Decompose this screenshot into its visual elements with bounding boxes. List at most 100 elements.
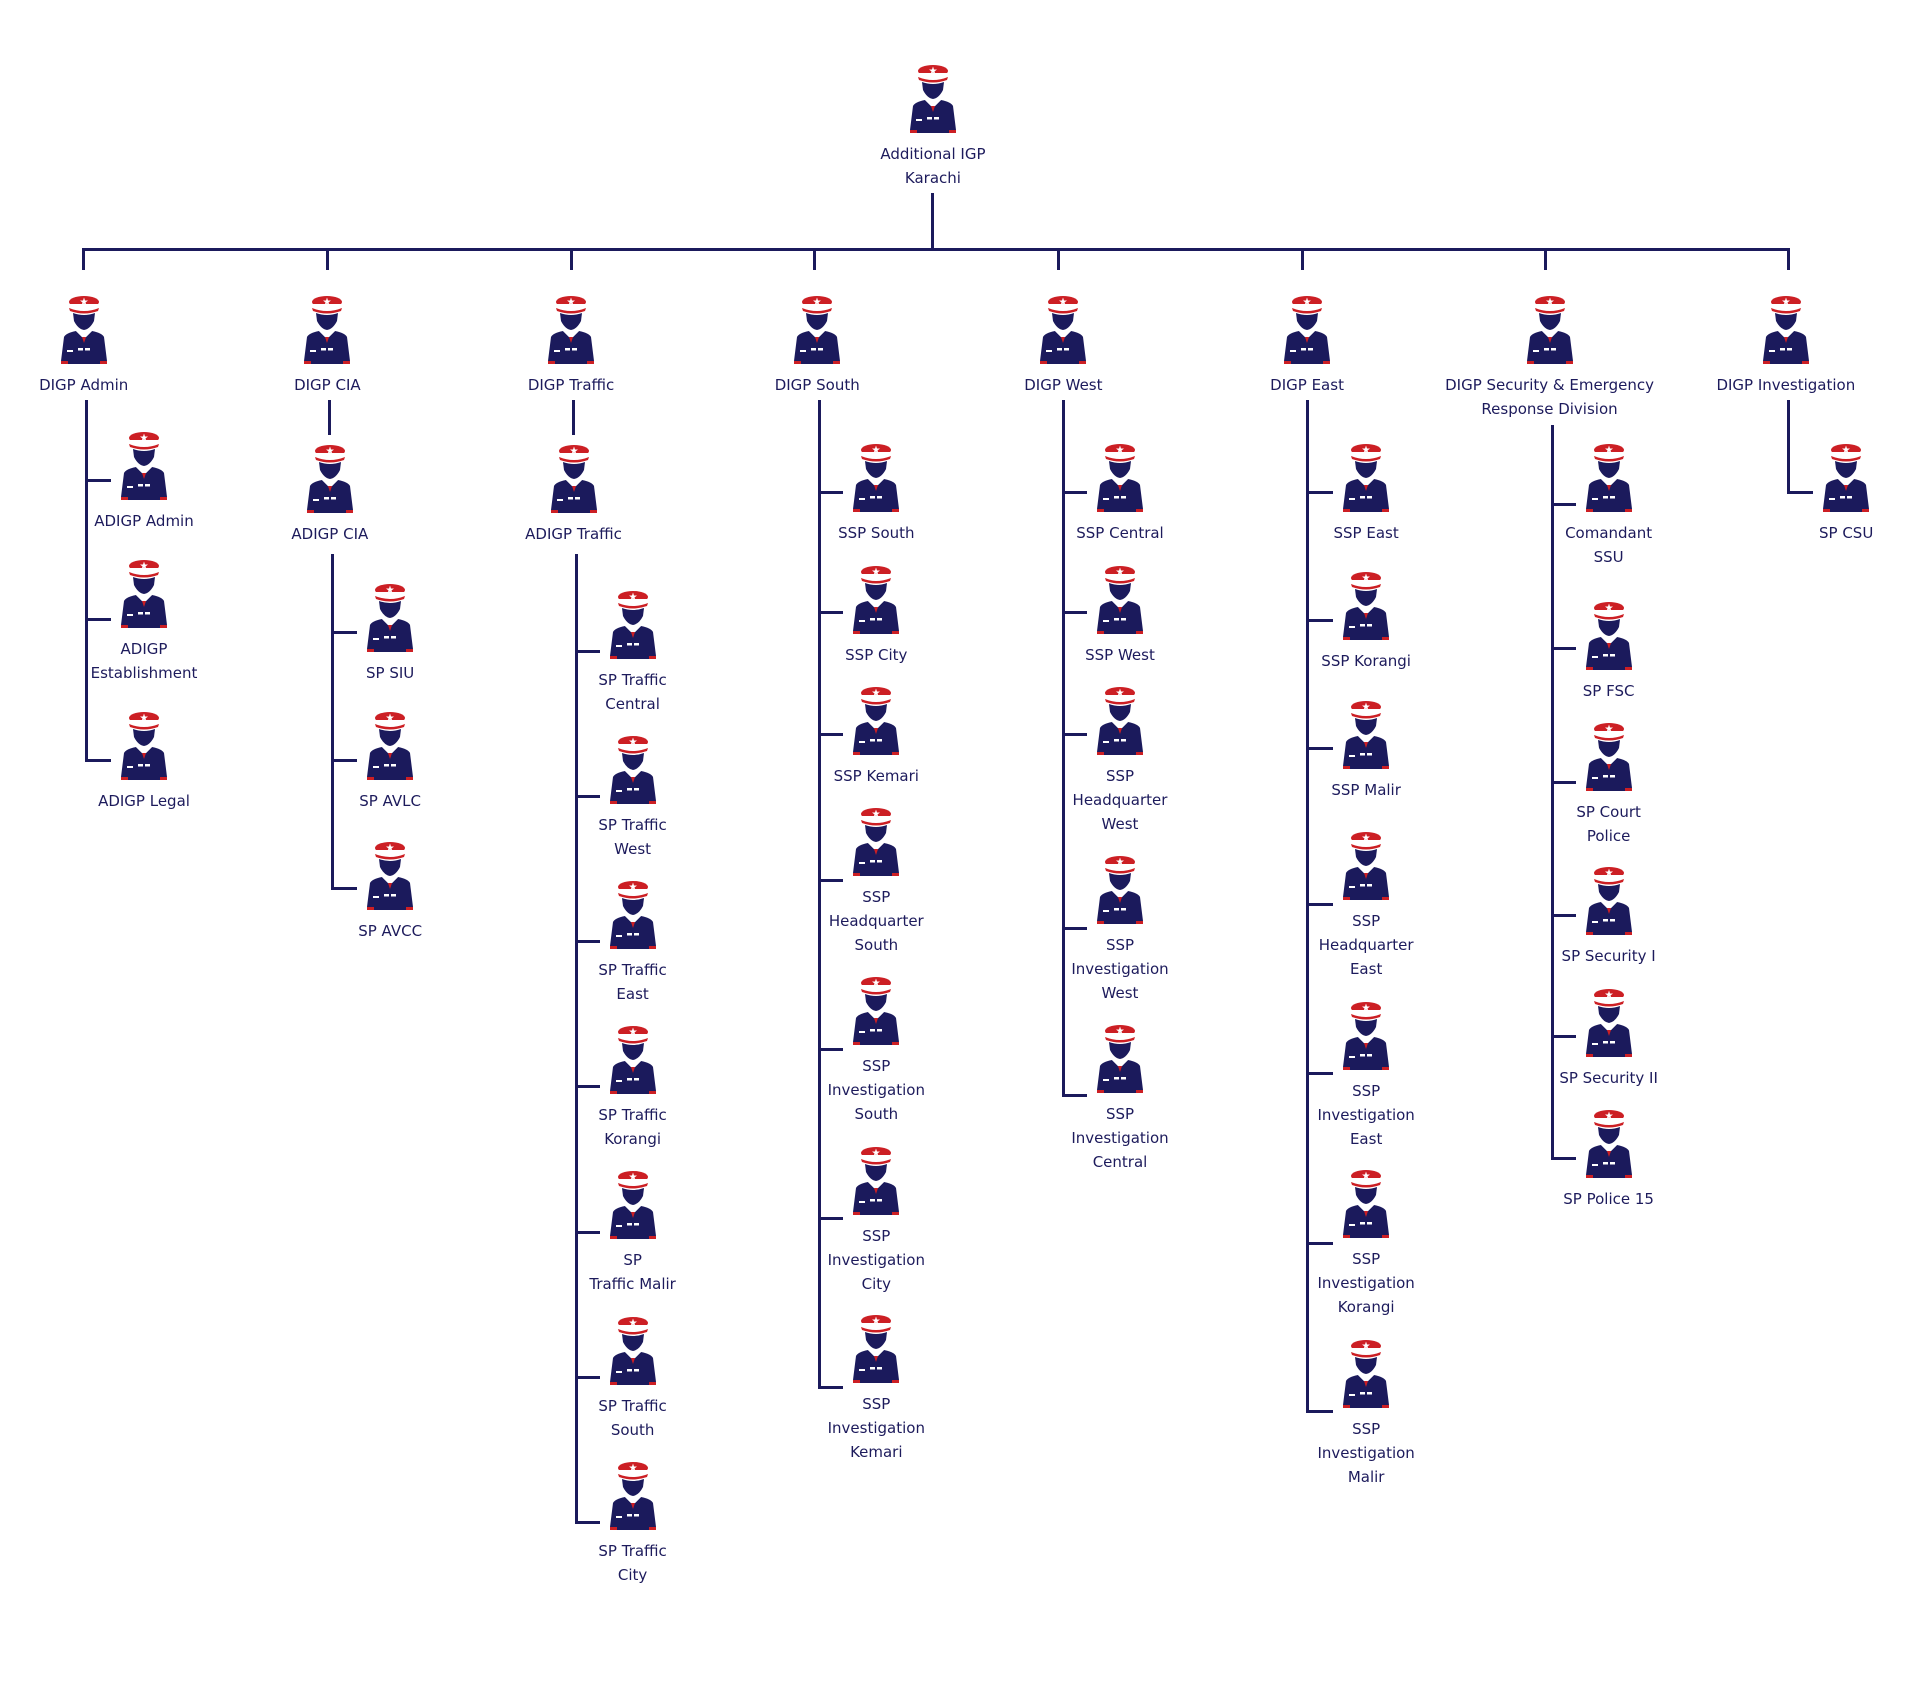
connector-line	[818, 400, 822, 1389]
police-officer-icon	[34, 711, 254, 783]
officer-node: SP AVCC	[280, 841, 500, 943]
node-label: SSP Investigation West	[1071, 936, 1169, 1003]
node-label: SSP Central	[1076, 524, 1164, 543]
node-label: DIGP West	[1024, 376, 1103, 395]
node-label: SP Traffic Malir	[589, 1251, 676, 1294]
police-officer-icon	[1256, 1339, 1476, 1411]
connector-line	[574, 1085, 600, 1089]
node-label: SSP Investigation Korangi	[1317, 1250, 1415, 1317]
connector-line	[1550, 914, 1576, 918]
police-officer-icon	[1499, 722, 1719, 794]
officer-node: Comandant SSU	[1499, 443, 1719, 569]
node-label: SSP Investigation East	[1317, 1081, 1415, 1148]
connector-line	[1550, 503, 1576, 507]
officer-node: SP Security II	[1499, 988, 1719, 1090]
connector-line	[813, 249, 817, 270]
police-officer-icon	[280, 711, 500, 783]
police-officer-icon	[523, 1170, 743, 1242]
node-label: SSP Headquarter West	[1072, 766, 1168, 833]
police-officer-icon	[523, 1461, 743, 1533]
connector-line	[1786, 249, 1790, 270]
connector-line	[818, 1385, 844, 1389]
police-officer-icon	[766, 686, 986, 758]
police-officer-icon	[1440, 295, 1660, 367]
police-officer-icon	[34, 559, 254, 631]
connector-line	[818, 611, 844, 615]
connector-line	[1305, 903, 1334, 907]
division-head-node: DIGP Traffic	[461, 295, 681, 397]
connector-line	[574, 649, 600, 653]
police-officer-icon	[1256, 1001, 1476, 1073]
connector-line	[1786, 490, 1814, 494]
police-officer-icon	[766, 976, 986, 1048]
connector-line	[84, 759, 112, 763]
officer-node: SP Security I	[1499, 866, 1719, 968]
division-head-node: DIGP Investigation	[1676, 295, 1896, 397]
connector-line	[818, 490, 844, 494]
police-officer-icon	[823, 64, 1043, 136]
officer-node: SSP Central	[1010, 443, 1230, 545]
police-officer-icon	[461, 295, 681, 367]
officer-node: SP Traffic Malir	[523, 1170, 743, 1296]
officer-node: SP Traffic South	[523, 1316, 743, 1442]
police-officer-icon	[280, 841, 500, 913]
police-officer-icon	[1010, 443, 1230, 515]
connector-line	[1305, 1410, 1334, 1414]
officer-node: SSP Investigation City	[766, 1146, 986, 1296]
connector-line	[818, 733, 844, 737]
node-label: SP AVLC	[359, 792, 421, 811]
node-label: SP Traffic South	[598, 1396, 667, 1439]
node-label: DIGP Traffic	[527, 376, 615, 395]
node-label: SSP Malir	[1331, 781, 1401, 800]
officer-node: SP Traffic East	[523, 880, 743, 1006]
connector-line	[1061, 926, 1088, 930]
node-label: ADIGP Traffic	[525, 525, 622, 544]
connector-line	[1550, 647, 1576, 651]
police-officer-icon	[1256, 831, 1476, 903]
connector-line	[1061, 400, 1065, 1097]
node-label: ADIGP Admin	[94, 511, 194, 530]
connector-line	[574, 1520, 600, 1524]
connector-line	[84, 478, 112, 482]
police-officer-icon	[766, 443, 986, 515]
officer-node: SSP Headquarter South	[766, 807, 986, 957]
connector-line	[574, 553, 578, 1524]
node-label: SP Police 15	[1563, 1189, 1654, 1208]
connector-line	[818, 1216, 844, 1220]
node-label: SSP Investigation Malir	[1317, 1420, 1415, 1487]
officer-node: SP SIU	[280, 583, 500, 685]
node-label: DIGP South	[774, 376, 860, 395]
node-label: SP AVCC	[358, 921, 423, 940]
node-label: SSP Investigation Kemari	[827, 1395, 925, 1462]
node-label: DIGP CIA	[294, 376, 361, 395]
police-officer-icon	[766, 807, 986, 879]
node-label: Additional IGP Karachi	[880, 145, 986, 187]
division-head-node: DIGP Admin	[0, 295, 194, 397]
police-officer-icon	[1256, 700, 1476, 772]
officer-node: SP FSC	[1499, 601, 1719, 703]
officer-node: SP CSU	[1736, 443, 1920, 545]
connector-line	[330, 631, 358, 635]
officer-node: SSP Kemari	[766, 686, 986, 788]
police-officer-icon	[217, 295, 437, 367]
officer-node: SP Police 15	[1499, 1109, 1719, 1211]
node-label: SSP Headquarter East	[1318, 911, 1414, 978]
officer-node: SP AVLC	[280, 711, 500, 813]
police-officer-icon	[766, 1146, 986, 1218]
node-label: DIGP Investigation	[1716, 376, 1856, 395]
officer-node: SP Traffic West	[523, 735, 743, 861]
deputy-node: ADIGP CIA	[220, 444, 440, 546]
connector-line	[1300, 249, 1304, 270]
node-label: SSP Korangi	[1321, 652, 1411, 671]
node-label: SSP Headquarter South	[828, 888, 924, 955]
officer-node: SSP South	[766, 443, 986, 545]
police-officer-icon	[1256, 443, 1476, 515]
connector-line	[574, 940, 600, 944]
police-officer-icon	[523, 735, 743, 807]
connector-line	[82, 248, 1790, 252]
connector-line	[1061, 1093, 1088, 1097]
node-label: DIGP Security & Emergency Response Divis…	[1445, 376, 1654, 419]
connector-line	[1544, 249, 1548, 270]
officer-node: SSP Headquarter West	[1010, 686, 1230, 836]
